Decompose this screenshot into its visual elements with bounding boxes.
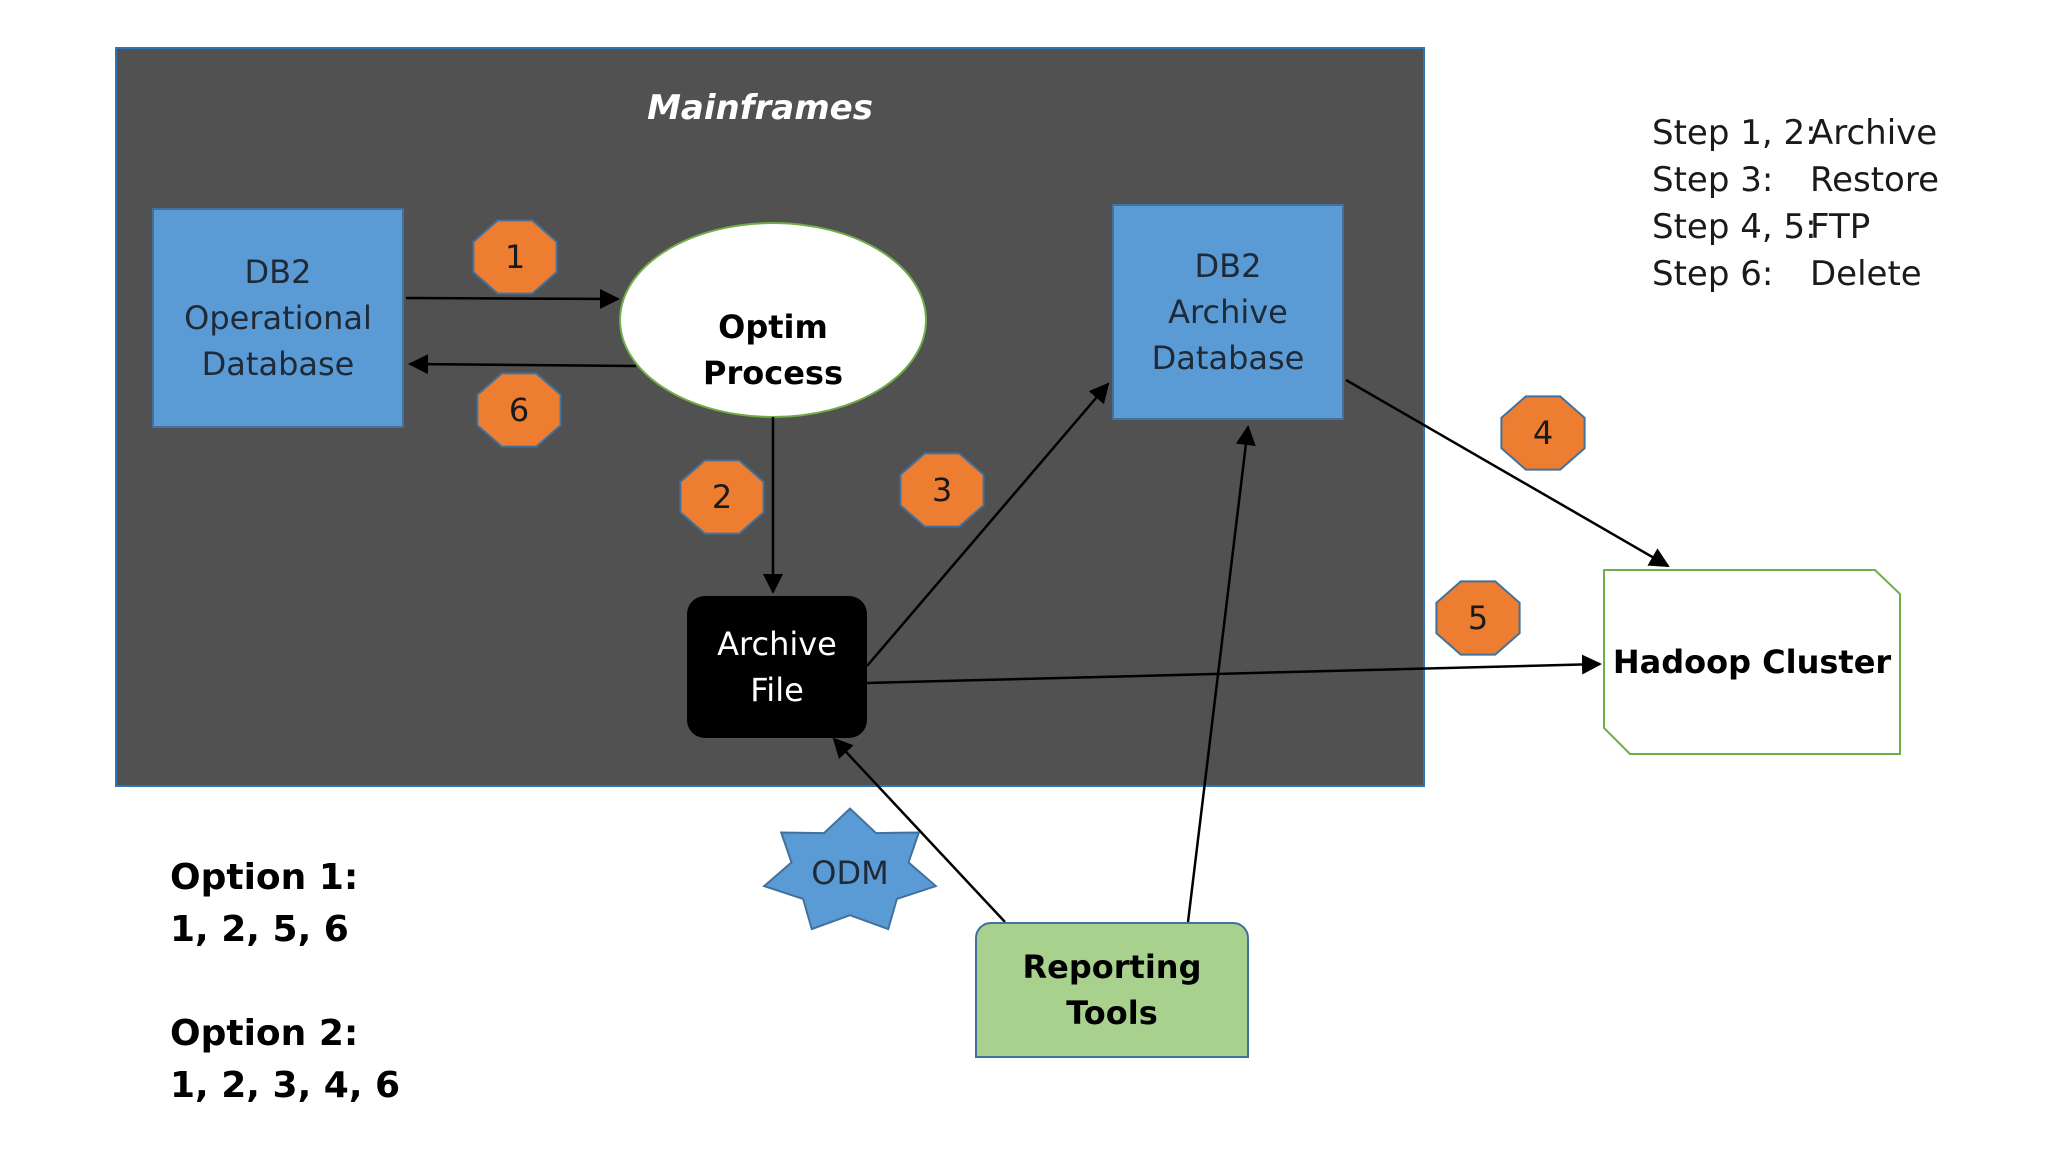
reporting-tools-label: Reporting Tools	[1022, 948, 1202, 1032]
odm-label: ODM	[811, 854, 889, 892]
hadoop-cluster-shape	[1603, 569, 1901, 755]
hadoop-cluster-label: Hadoop Cluster	[1612, 643, 1892, 681]
reporting-tools: Reporting Tools	[975, 922, 1249, 1058]
option-title: Option 2:	[170, 1013, 359, 1054]
legend-action: Delete	[1810, 254, 1922, 294]
option-steps: 1, 2, 5, 6	[170, 909, 349, 950]
optim-process-label: Optim Process	[703, 308, 843, 392]
mainframe-title: Mainframes	[647, 88, 873, 128]
step-legend: Step 1, 2: Archive Step 3: Restore Step …	[1652, 110, 1939, 298]
archive-file: Archive File	[687, 596, 867, 738]
step-badge-3: 3	[931, 471, 953, 509]
arrow-reporting-to-archive-file	[832, 737, 1006, 923]
db2-operational-label: DB2 Operational Database	[184, 253, 372, 383]
step-badge-5-shape	[1435, 580, 1521, 656]
odm: ODM	[770, 848, 930, 898]
legend-action: Restore	[1810, 160, 1940, 200]
step-badge-4-shape	[1500, 395, 1586, 471]
option-2: Option 2: 1, 2, 3, 4, 6	[170, 1008, 400, 1112]
db2-operational-database: DB2 Operational Database	[152, 208, 404, 428]
legend-row: Step 3: Restore	[1652, 157, 1939, 204]
arrow-reporting-to-db2-archive	[1186, 425, 1256, 923]
step-badge-6: 6	[508, 391, 530, 429]
legend-row: Step 1, 2: Archive	[1652, 110, 1939, 157]
option-title: Option 1:	[170, 857, 359, 898]
options-list: Option 1: 1, 2, 5, 6 Option 2: 1, 2, 3, …	[170, 852, 400, 1164]
optim-process: Optim Process	[620, 280, 926, 420]
step-badge-2: 2	[711, 478, 733, 516]
step-badge-1: 1	[504, 238, 526, 276]
step-badge-2-shape	[679, 459, 765, 535]
step-badge-1-shape	[472, 219, 558, 295]
step-badge-5: 5	[1467, 599, 1489, 637]
arrow-operational-to-optim	[405, 288, 620, 309]
step-badge-4: 4	[1532, 414, 1554, 452]
odm-star-shape	[762, 807, 938, 931]
legend-step: Step 3:	[1652, 160, 1774, 200]
option-1: Option 1: 1, 2, 5, 6	[170, 852, 400, 956]
legend-row: Step 6: Delete	[1652, 251, 1939, 298]
db2-archive-label: DB2 Archive Database	[1151, 247, 1305, 377]
hadoop-cluster: Hadoop Cluster	[1604, 570, 1900, 754]
archive-file-label: Archive File	[717, 625, 837, 709]
arrow-archive-file-to-db2-archive	[866, 382, 1110, 667]
legend-step: Step 4, 5:	[1652, 207, 1817, 247]
option-steps: 1, 2, 3, 4, 6	[170, 1065, 401, 1106]
legend-row: Step 4, 5: FTP	[1652, 204, 1939, 251]
db2-archive-database: DB2 Archive Database	[1112, 204, 1344, 420]
step-badge-6-shape	[476, 372, 562, 448]
arrow-optim-to-operational	[408, 354, 637, 375]
arrow-archive-file-to-hadoop	[866, 654, 1602, 685]
legend-step: Step 6:	[1652, 254, 1774, 294]
legend-step: Step 1, 2:	[1652, 113, 1817, 153]
legend-action: FTP	[1810, 207, 1871, 247]
step-badge-3-shape	[899, 452, 985, 528]
arrow-db2-archive-to-hadoop	[1345, 378, 1670, 568]
legend-action: Archive	[1810, 113, 1938, 153]
